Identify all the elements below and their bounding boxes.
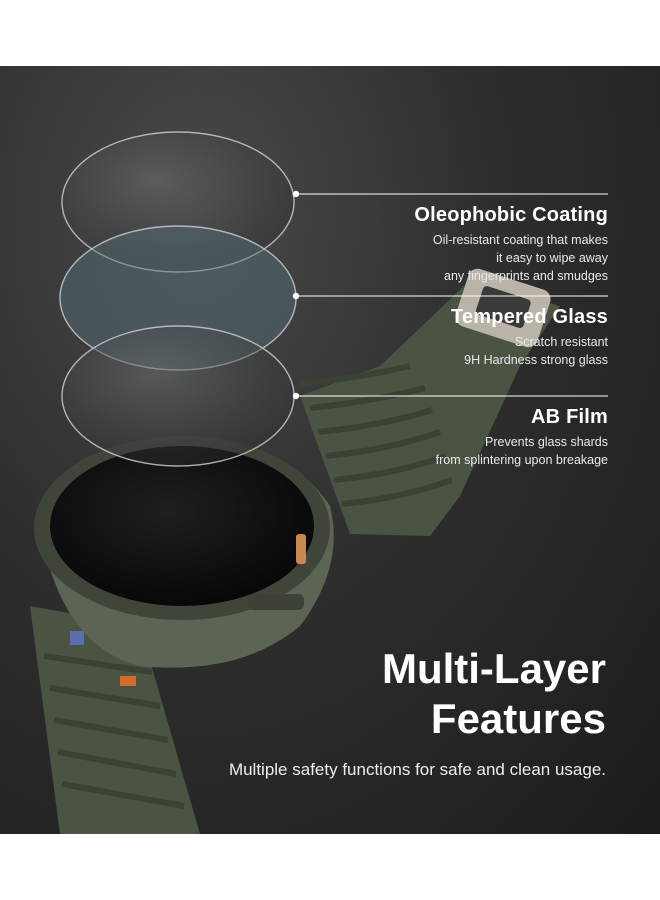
feature-oleophobic-coating: Oleophobic Coating Oil-resistant coating…: [414, 204, 608, 285]
feature-title: AB Film: [531, 406, 608, 428]
callout-dot: [292, 392, 300, 400]
feature-desc-line: Oil-resistant coating that makes: [432, 233, 608, 247]
callout-dot: [292, 190, 300, 198]
callout-dot: [292, 292, 300, 300]
feature-title: Oleophobic Coating: [414, 204, 608, 226]
feature-desc-line: Scratch resistant: [514, 335, 608, 349]
product-banner: Oleophobic Coating Oil-resistant coating…: [0, 66, 660, 834]
feature-desc-line: 9H Hardness strong glass: [464, 353, 608, 367]
feature-ab-film: AB Film Prevents glass shards from splin…: [436, 406, 608, 469]
headline: Multi-Layer Features: [382, 644, 606, 744]
callout-lines: [296, 193, 608, 397]
feature-desc-line: from splintering upon breakage: [435, 453, 608, 467]
feature-tempered-glass: Tempered Glass Scratch resistant 9H Hard…: [451, 306, 608, 369]
watch-illustration: [30, 131, 608, 834]
subtitle: Multiple safety functions for safe and c…: [228, 760, 606, 779]
glass-layer-ab-film: [61, 325, 295, 467]
feature-title: Tempered Glass: [451, 306, 608, 328]
feature-desc-line: it easy to wipe away: [496, 251, 608, 265]
headline-line: Multi-Layer: [381, 645, 606, 692]
watch-band-upper: [299, 268, 560, 536]
feature-desc-line: any fingerprints and smudges: [444, 269, 608, 283]
watch-band-lower: [30, 606, 200, 834]
glass-layer-oleophobic: [61, 131, 295, 273]
feature-desc-line: Prevents glass shards: [485, 435, 608, 449]
headline-line: Features: [430, 695, 606, 742]
watch-case: [34, 436, 334, 668]
